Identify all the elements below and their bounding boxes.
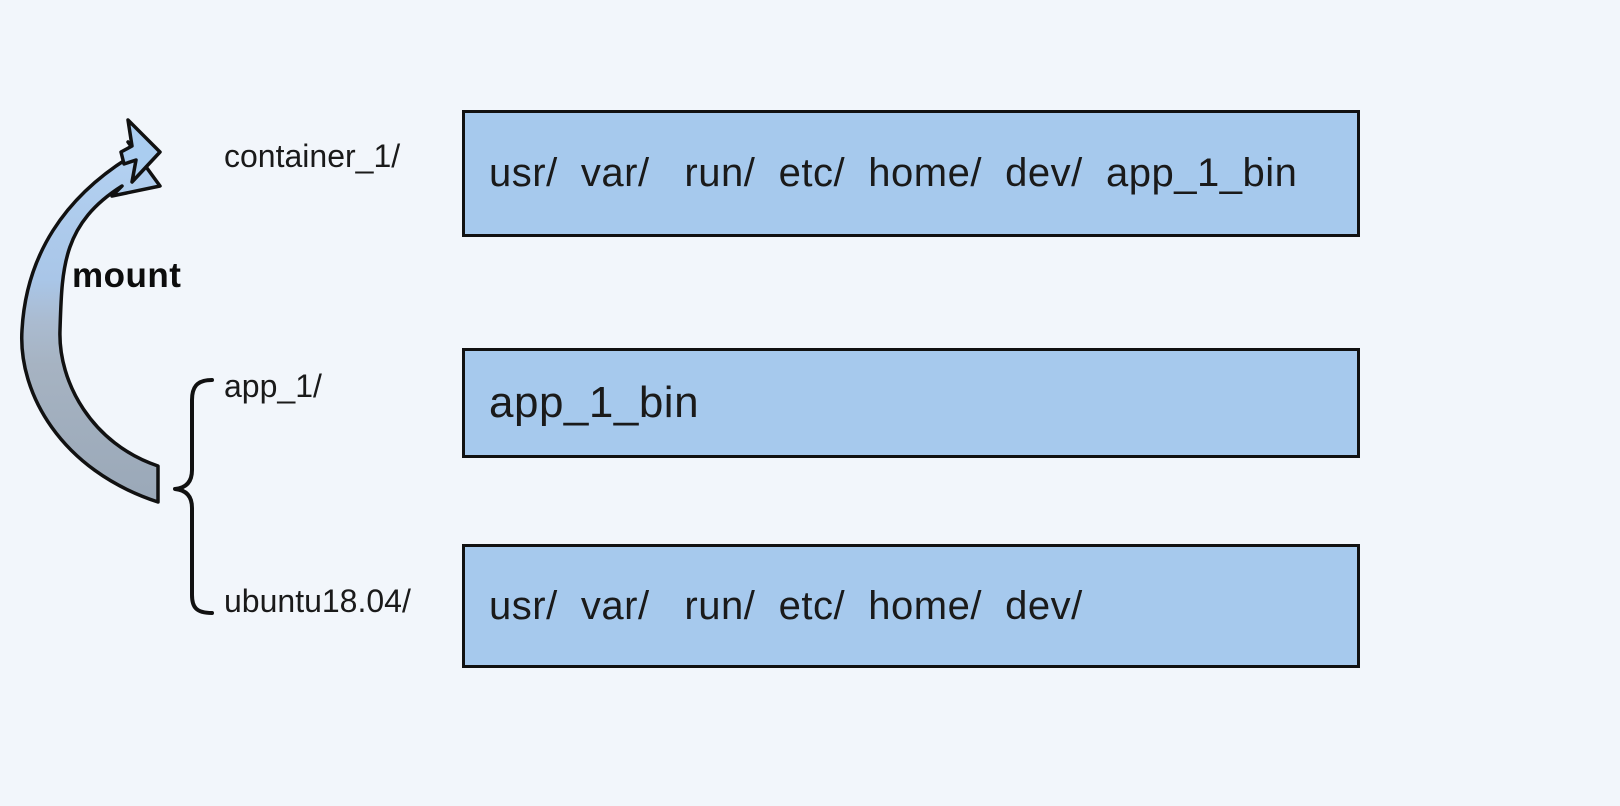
layer-label-app: app_1/ xyxy=(224,368,322,404)
mount-arrow-icon xyxy=(20,140,162,504)
layer-label-container: container_1/ xyxy=(224,138,401,174)
layer-entries-base: usr/ var/ run/ etc/ home/ dev/ xyxy=(489,583,1083,628)
layer-label-base: ubuntu18.04/ xyxy=(224,583,411,619)
layer-entries-container: usr/ var/ run/ etc/ home/ dev/ app_1_bin xyxy=(489,151,1298,195)
layer-group-brace-icon xyxy=(173,378,214,615)
layer-box-container: usr/ var/ run/ etc/ home/ dev/ app_1_bin xyxy=(462,110,1360,237)
mount-label: mount xyxy=(72,256,182,295)
layer-entries-app: app_1_bin xyxy=(489,378,700,427)
layer-box-base: usr/ var/ run/ etc/ home/ dev/ xyxy=(462,544,1360,668)
mount-arrowhead-icon xyxy=(119,118,162,184)
layer-box-app: app_1_bin xyxy=(462,348,1360,458)
